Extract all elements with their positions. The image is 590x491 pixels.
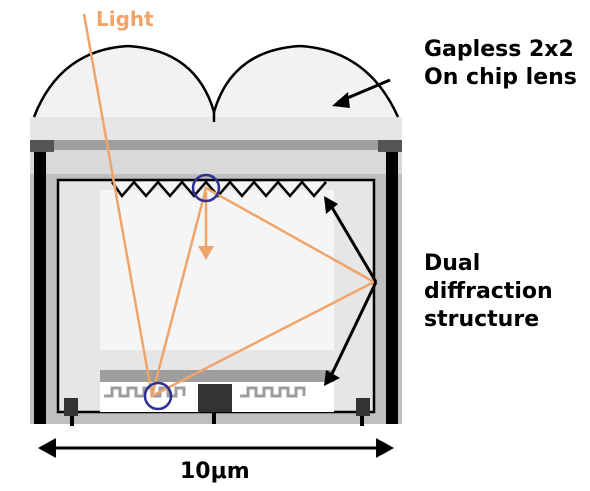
light-label: Light — [96, 7, 154, 31]
top-stripe — [30, 140, 402, 150]
light-ray-path — [82, 13, 377, 398]
lens-label-line2: On chip lens — [424, 65, 577, 90]
photodiode-region — [100, 190, 334, 350]
bottom-stripe — [100, 370, 334, 382]
top-incidence-circle — [191, 173, 221, 203]
dual-pointer-top-line — [328, 203, 378, 283]
gate-center — [198, 384, 232, 412]
gate-right-contact — [360, 416, 364, 426]
lens-base — [30, 117, 402, 140]
left-wall-outer — [34, 148, 46, 424]
gate-left-contact — [70, 416, 74, 426]
left-wall-cap — [30, 140, 54, 152]
right-wall-outer — [386, 148, 398, 424]
bottom-diffraction-left — [104, 386, 186, 398]
dual-label-line3: structure — [424, 307, 539, 332]
dual-label-line1: Dual — [424, 251, 480, 276]
gate-center-contact — [212, 412, 216, 424]
width-label: 10μm — [180, 459, 250, 484]
bottom-incidence-circle — [143, 381, 173, 411]
dual-pointer-top-arrowhead — [324, 196, 338, 214]
dual-label-line2: diffraction — [424, 279, 553, 304]
dimension-arrow-right — [376, 438, 394, 458]
dimension-arrow-left — [38, 438, 56, 458]
dual-pointer-bottom-arrowhead — [324, 370, 340, 386]
dual-pointer-bottom-line — [328, 281, 378, 379]
gate-right — [356, 398, 370, 416]
lens-pointer-arrowhead — [332, 92, 350, 108]
top-layer — [30, 150, 402, 174]
gate-left — [64, 398, 78, 416]
diffracted-ray-arrowhead — [198, 246, 214, 260]
bottom-diffraction-right — [240, 386, 306, 398]
right-wall-cap — [378, 140, 402, 152]
lens-label-line1: Gapless 2x2 — [424, 37, 574, 62]
